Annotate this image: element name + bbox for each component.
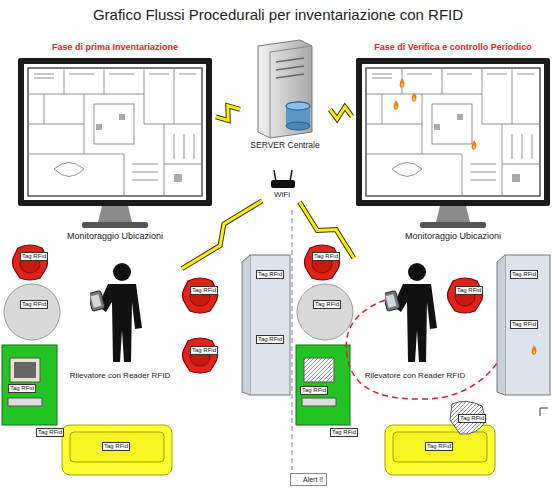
- wireless-bolt: [182, 201, 262, 269]
- tag-label: Tag RFid: [425, 442, 453, 451]
- node-text: Fase di prima Inventariazione: [52, 42, 178, 52]
- server-icon: [258, 40, 312, 138]
- person-figure: [88, 263, 142, 362]
- tag-label: Tag RFid: [36, 428, 64, 437]
- node-text: Monitoraggio Ubicazioni: [405, 231, 501, 241]
- node-text: Rilevatore con Reader RFID: [70, 371, 170, 380]
- tag-label: Tag RFid: [312, 252, 340, 261]
- operator-node: Rilevatore con Reader RFID: [58, 258, 182, 384]
- wireless-bolt: [216, 106, 240, 121]
- node-text: Alert !!: [303, 474, 323, 485]
- tag-label: Tag RFid: [510, 320, 538, 329]
- wireless-bolt: [330, 107, 352, 119]
- tag-label: Tag RFid: [510, 270, 538, 279]
- node-text: SERVER Centrale: [250, 140, 319, 150]
- server-node: SERVER Centrale: [240, 36, 330, 154]
- monitor-node: Fase di prima InventariazioneMonitoraggi…: [14, 38, 216, 260]
- tag-label: Tag RFid: [20, 300, 48, 309]
- tag-label: Tag RFid: [256, 270, 284, 279]
- alert-box: Alert !!: [290, 473, 327, 486]
- tag-label: Tag RFid: [102, 442, 130, 451]
- wireless-bolt: [300, 202, 354, 258]
- furniture: [296, 245, 550, 475]
- operator-node: Rilevatore con Reader RFID: [353, 258, 477, 384]
- tag-label: Tag RFid: [300, 386, 328, 395]
- tag-label: Tag RFid: [190, 286, 218, 295]
- tag-label: Tag RFid: [256, 335, 284, 344]
- monitor: [356, 58, 550, 228]
- tag-label: Tag RFid: [190, 346, 218, 355]
- diagram-title: Grafico Flussi Procedurali per inventari…: [0, 6, 556, 23]
- person-figure: [383, 263, 437, 362]
- router-icon: [271, 170, 295, 188]
- monitor-node: Fase di Verifica e controllo PeriodicoMo…: [352, 38, 554, 260]
- tag-label: Tag RFid: [313, 300, 341, 309]
- node-text: WiFi: [274, 190, 290, 199]
- tag-label: Tag RFid: [458, 414, 486, 423]
- node-text: Fase di Verifica e controllo Periodico: [374, 42, 532, 52]
- tag-label: Tag RFid: [20, 252, 48, 261]
- monitor: [18, 58, 212, 228]
- furniture: [2, 245, 290, 475]
- tag-label: Tag RFid: [455, 286, 483, 295]
- divider-line: [292, 210, 293, 470]
- wifi-node: WiFi: [262, 166, 302, 202]
- node-text: Rilevatore con Reader RFID: [365, 371, 465, 380]
- node-text: Monitoraggio Ubicazioni: [67, 231, 163, 241]
- tag-label: Tag RFid: [8, 384, 36, 393]
- tag-label: Tag RFid: [330, 428, 358, 437]
- corner-mark: [540, 408, 548, 416]
